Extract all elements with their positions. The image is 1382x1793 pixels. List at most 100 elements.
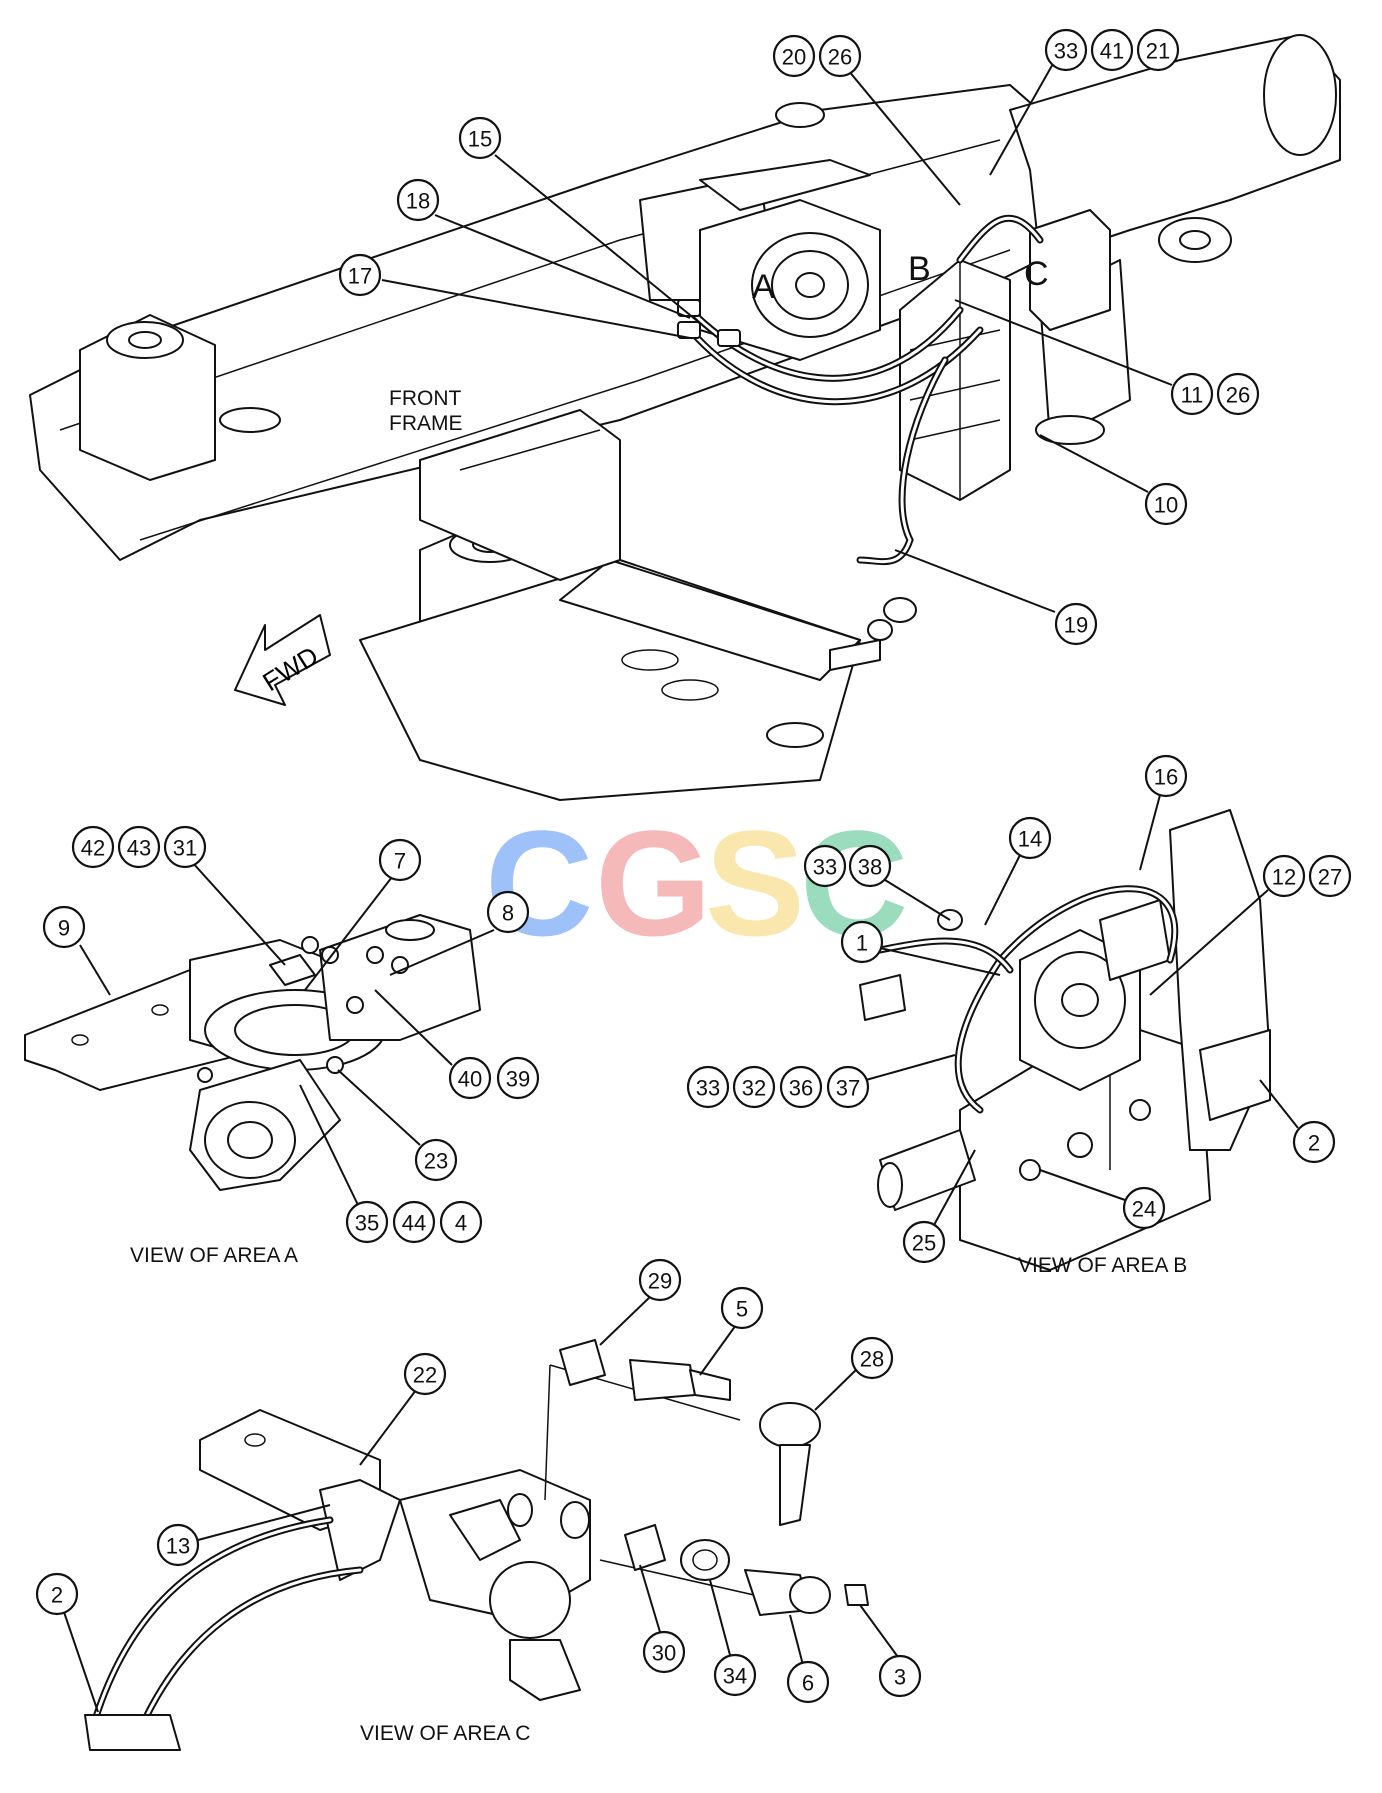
callout-27: 27 (1308, 854, 1352, 898)
svg-text:30: 30 (652, 1641, 676, 1666)
callout-33-b-mid: 33 (686, 1065, 730, 1109)
svg-text:7: 7 (394, 849, 406, 874)
svg-text:36: 36 (789, 1076, 813, 1101)
front-frame-label-line1: FRONT (389, 387, 461, 410)
callout-26-mid: 26 (1216, 372, 1260, 416)
watermark-letter-1: C (485, 799, 593, 967)
callout-13: 13 (156, 1504, 331, 1567)
callout-34: 34 (709, 1579, 757, 1697)
svg-text:31: 31 (173, 836, 197, 861)
callout-40: 40 (374, 989, 492, 1100)
svg-text:42: 42 (81, 836, 105, 861)
svg-text:2: 2 (51, 1583, 63, 1608)
svg-text:27: 27 (1318, 865, 1342, 890)
svg-text:20: 20 (782, 45, 806, 70)
svg-text:12: 12 (1272, 865, 1296, 890)
svg-text:40: 40 (458, 1067, 482, 1092)
callout-32: 32 (732, 1065, 776, 1109)
svg-text:6: 6 (802, 1671, 814, 1696)
callout-5: 5 (699, 1286, 764, 1376)
callout-21: 21 (1136, 28, 1180, 72)
svg-text:21: 21 (1146, 39, 1170, 64)
svg-text:11: 11 (1181, 383, 1204, 408)
callout-4: 4 (439, 1200, 483, 1244)
callout-20: 20 (772, 34, 816, 78)
main-assembly-drawing (29, 34, 1341, 801)
callout-38: 38 (848, 844, 951, 921)
callout-8: 8 (389, 890, 530, 976)
svg-text:9: 9 (58, 916, 70, 941)
svg-text:25: 25 (912, 1231, 936, 1256)
svg-text:3: 3 (894, 1665, 906, 1690)
svg-text:8: 8 (502, 901, 514, 926)
svg-text:1: 1 (856, 931, 868, 956)
svg-text:22: 22 (413, 1363, 437, 1388)
callout-1: 1 (840, 920, 1001, 976)
svg-text:29: 29 (648, 1269, 672, 1294)
svg-text:4: 4 (455, 1211, 467, 1236)
watermark-letter-3: S (705, 799, 805, 967)
callout-22: 22 (359, 1352, 447, 1466)
callout-17: 17 (338, 253, 691, 339)
callout-3: 3 (859, 1604, 922, 1698)
watermark-letter-2: G (595, 799, 712, 967)
svg-text:2: 2 (1308, 1131, 1320, 1156)
callout-33-b-top: 33 (803, 844, 847, 888)
callout-28: 28 (814, 1336, 894, 1411)
callout-43: 43 (117, 825, 161, 869)
svg-text:37: 37 (836, 1076, 860, 1101)
callout-26-top: 26 (818, 34, 961, 206)
svg-text:18: 18 (406, 189, 430, 214)
svg-text:23: 23 (424, 1149, 448, 1174)
svg-text:34: 34 (723, 1664, 747, 1689)
callout-29: 29 (599, 1258, 682, 1346)
area-b-label: B (908, 250, 931, 288)
area-b-drawing (859, 809, 1271, 1271)
area-c-label: C (1024, 255, 1049, 293)
callout-11: 11 (954, 299, 1214, 416)
front-frame-label-line2: FRAME (389, 412, 463, 435)
svg-text:14: 14 (1018, 827, 1042, 852)
callout-18: 18 (396, 178, 691, 319)
view-a-caption: VIEW OF AREA A (130, 1244, 298, 1267)
callout-19: 19 (894, 549, 1098, 646)
view-b-caption: VIEW OF AREA B (1018, 1254, 1187, 1277)
callout-44: 44 (392, 1200, 436, 1244)
svg-text:17: 17 (348, 264, 372, 289)
callout-41: 41 (1090, 28, 1134, 72)
callout-23: 23 (337, 1069, 458, 1182)
callout-9: 9 (42, 905, 111, 996)
callout-39: 39 (496, 1056, 540, 1100)
svg-text:26: 26 (828, 45, 852, 70)
svg-text:28: 28 (860, 1347, 884, 1372)
area-a-label: A (752, 268, 775, 306)
area-a-drawing (24, 914, 481, 1191)
callout-42: 42 (71, 825, 115, 869)
callout-30: 30 (639, 1564, 686, 1674)
svg-text:26: 26 (1226, 383, 1250, 408)
callout-2-b: 2 (1259, 1079, 1336, 1164)
svg-text:15: 15 (468, 127, 492, 152)
view-c-caption: VIEW OF AREA C (360, 1722, 530, 1745)
callout-2-c: 2 (35, 1572, 99, 1713)
callout-16: 16 (1139, 754, 1188, 871)
svg-text:33: 33 (1054, 39, 1078, 64)
svg-text:41: 41 (1100, 39, 1124, 64)
svg-text:24: 24 (1132, 1197, 1156, 1222)
callout-31: 31 (163, 825, 286, 966)
callout-35: 35 (299, 1084, 389, 1244)
svg-text:39: 39 (506, 1067, 530, 1092)
svg-text:13: 13 (166, 1534, 190, 1559)
callout-15: 15 (458, 116, 719, 339)
svg-text:5: 5 (736, 1297, 748, 1322)
svg-text:33: 33 (696, 1076, 720, 1101)
callout-14: 14 (984, 816, 1052, 926)
callout-10: 10 (1039, 434, 1188, 526)
fwd-arrow: FWD (234, 614, 331, 706)
svg-text:10: 10 (1154, 493, 1178, 518)
callout-33-top: 33 (989, 28, 1088, 176)
svg-text:35: 35 (355, 1211, 379, 1236)
callout-25: 25 (902, 1149, 976, 1264)
svg-text:19: 19 (1064, 613, 1088, 638)
